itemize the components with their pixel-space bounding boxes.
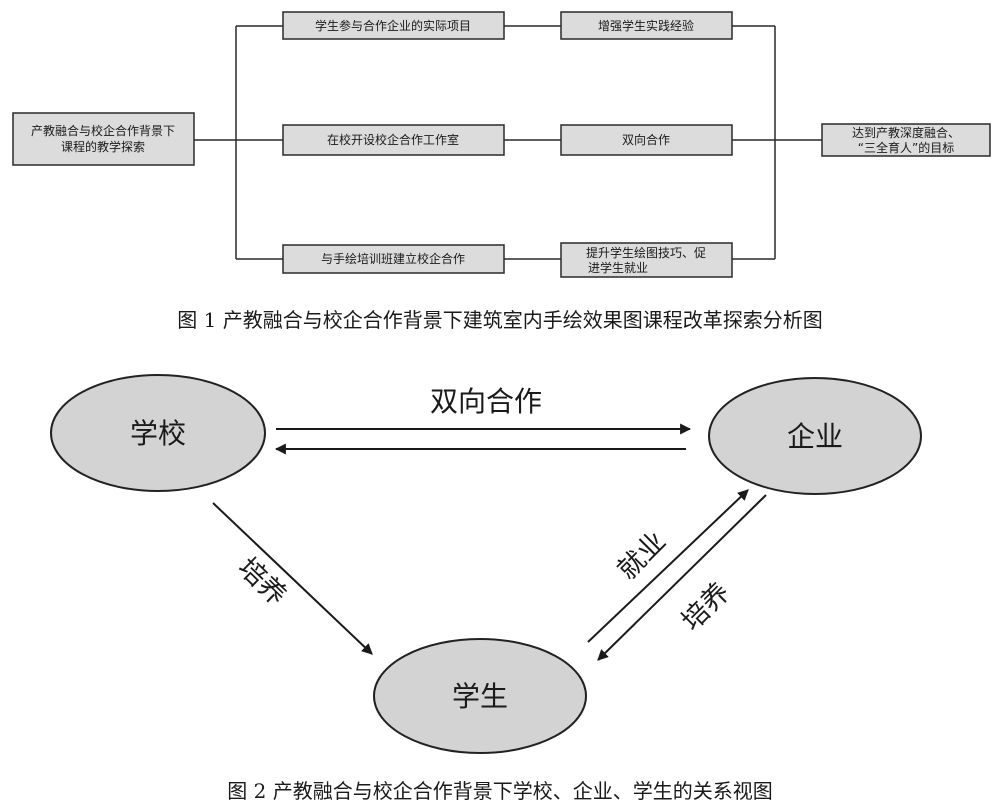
row-3-result-line-2: 进学生就业 — [588, 260, 648, 275]
node-school — [50, 374, 266, 492]
figure-2-arrows — [212, 423, 767, 661]
goal-box-line-2: “三全育人”的目标 — [858, 140, 954, 155]
source-box — [12, 112, 195, 166]
row-2-result-box — [560, 124, 733, 156]
node-enterprise-label: 企业 — [787, 420, 843, 453]
row-2-action-box — [282, 124, 505, 156]
goal-box — [821, 123, 991, 157]
figure-2-caption: 图 2 产教融合与校企合作背景下学校、企业、学生的关系视图 — [227, 779, 772, 803]
figure-1-caption: 图 1 产教融合与校企合作背景下建筑室内手绘效果图课程改革探索分析图 — [177, 308, 822, 332]
row-1-action-box — [282, 11, 505, 40]
row-1-result-box — [560, 11, 733, 40]
figure-1-connectors — [194, 25, 822, 260]
edge-label-school-to-student: 培养 — [232, 552, 292, 612]
figure-2-relationship: 学校 企业 学生 双向合作 培养 就业 培养 图 2 产教融合与校企合作背景下学… — [50, 374, 922, 803]
row-3-action-text: 与手绘培训班建立校企合作 — [321, 251, 465, 266]
row-3-result-line-1: 提升学生绘图技巧、促 — [586, 245, 706, 260]
arrow-school-to-student — [212, 502, 373, 655]
node-student-label: 学生 — [452, 680, 508, 713]
row-2-action-text: 在校开设校企合作工作室 — [327, 132, 459, 147]
edge-label-two-way: 双向合作 — [430, 385, 542, 418]
figure-1-boxes — [12, 11, 991, 278]
row-1-result-text: 增强学生实践经验 — [598, 18, 694, 33]
row-3-result-box — [560, 242, 733, 278]
row-1-action-text: 学生参与合作企业的实际项目 — [315, 18, 471, 33]
node-school-label: 学校 — [130, 417, 186, 450]
row-3-action-box — [282, 244, 505, 274]
figure-1-box-texts: 产教融合与校企合作背景下 课程的教学探索 学生参与合作企业的实际项目 在校开设校… — [31, 18, 960, 275]
figure-1-flowchart: 产教融合与校企合作背景下 课程的教学探索 学生参与合作企业的实际项目 在校开设校… — [12, 11, 991, 332]
edge-label-student-to-enterprise: 就业 — [612, 526, 672, 586]
edge-label-enterprise-to-student: 培养 — [676, 577, 736, 637]
arrow-student-to-enterprise — [587, 489, 749, 643]
row-2-result-text: 双向合作 — [622, 132, 670, 147]
goal-box-line-1: 达到产教深度融合、 — [852, 125, 960, 140]
source-box-line-2: 课程的教学探索 — [61, 139, 145, 154]
arrow-enterprise-to-student — [597, 494, 767, 661]
node-enterprise — [708, 377, 922, 495]
node-student — [373, 638, 587, 754]
source-box-line-1: 产教融合与校企合作背景下 — [31, 123, 175, 138]
